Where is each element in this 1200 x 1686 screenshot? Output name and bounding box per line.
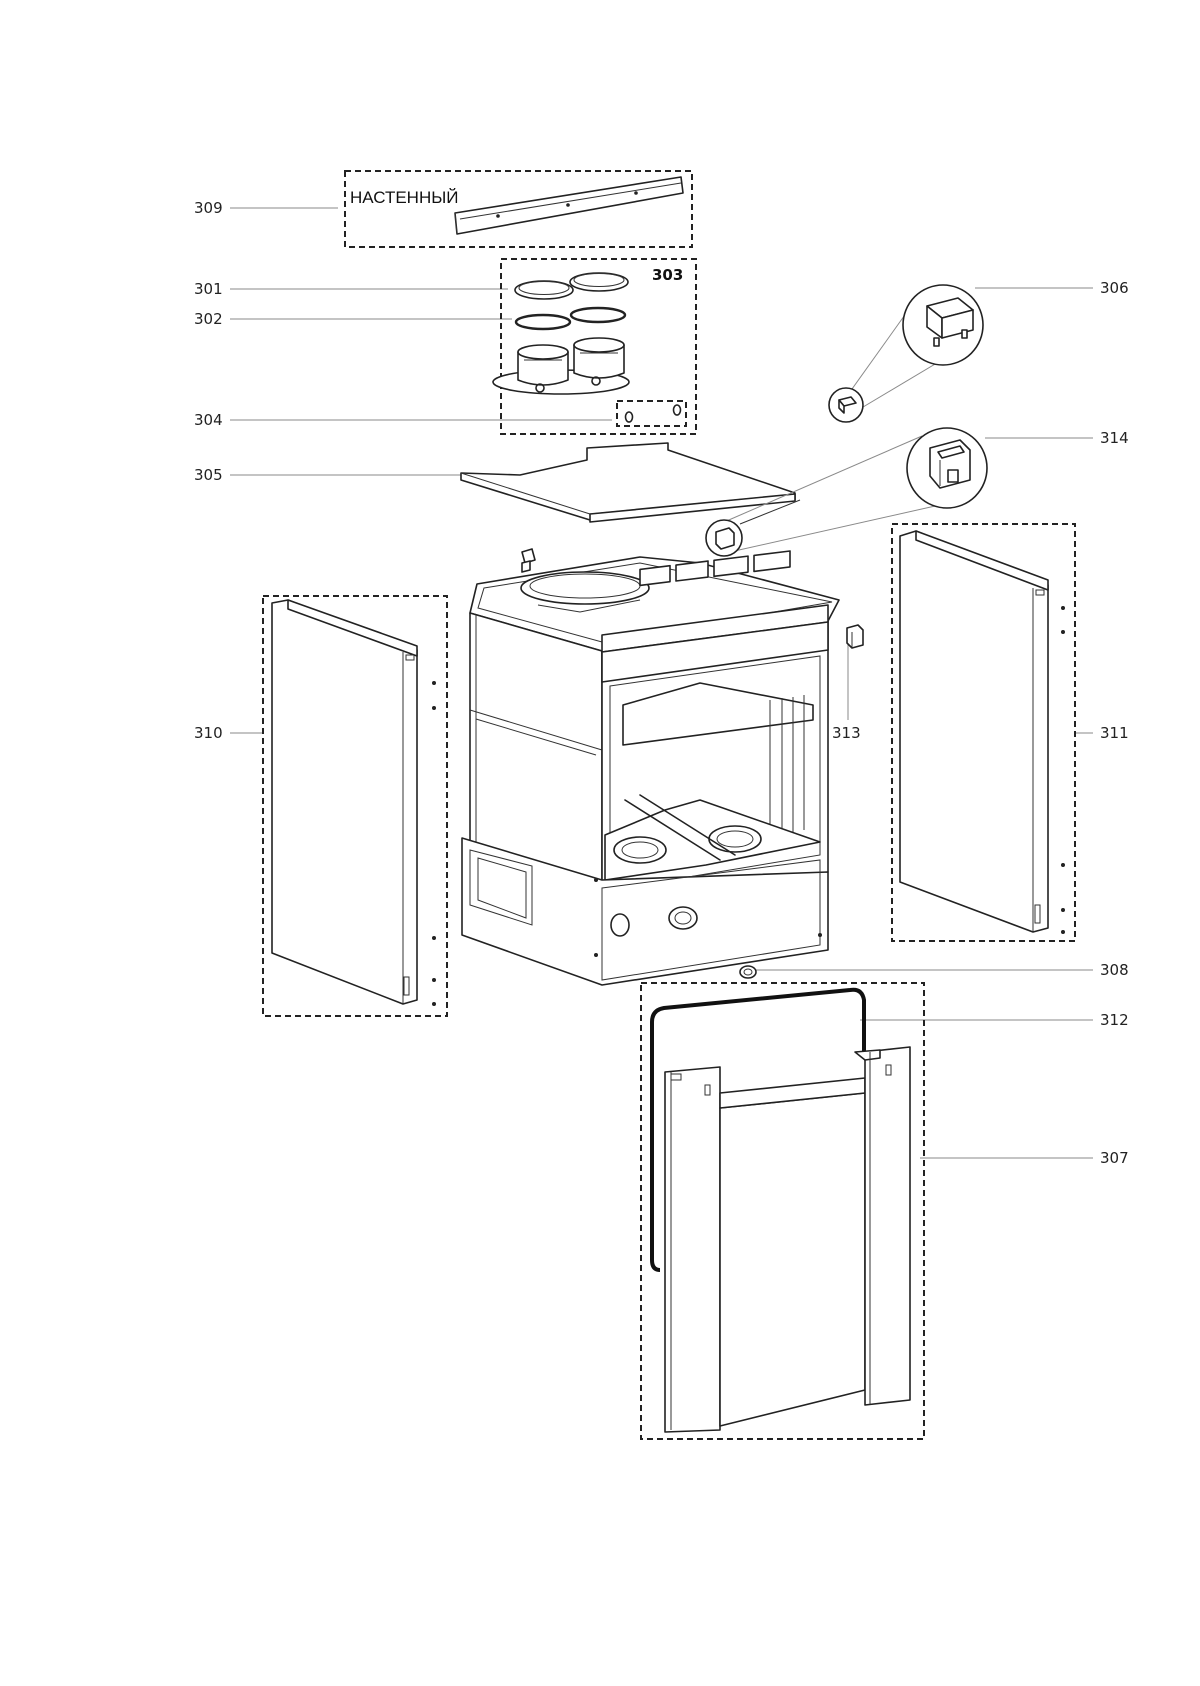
callout-304: 304 bbox=[194, 411, 223, 429]
left-side-panel bbox=[271, 599, 418, 1005]
callout-labels: 309 301 302 304 305 306 314 310 313 311 … bbox=[194, 199, 1129, 1167]
part-312-door-seal bbox=[650, 987, 866, 1272]
callout-312: 312 bbox=[1100, 1011, 1129, 1029]
frame-base bbox=[461, 837, 829, 986]
right-side-panel bbox=[899, 530, 1049, 933]
kit-303-dashed-box bbox=[500, 258, 697, 435]
callout-302: 302 bbox=[194, 310, 223, 328]
callout-303: 303 bbox=[652, 266, 683, 284]
part-303-flue-adapter-kit: 303 bbox=[492, 258, 697, 435]
callout-310: 310 bbox=[194, 724, 223, 742]
top-cover-panel bbox=[460, 442, 796, 521]
callout-309: 309 bbox=[194, 199, 223, 217]
part-308-grommet bbox=[739, 965, 757, 979]
part-305-top-cover bbox=[460, 442, 796, 523]
kit-307-dashed-box bbox=[640, 982, 925, 1440]
callout-314: 314 bbox=[1100, 429, 1129, 447]
twin-flue-adapter bbox=[492, 337, 630, 395]
part-313-clip bbox=[846, 624, 864, 649]
part-304-seal bbox=[672, 404, 682, 416]
part-304-seal bbox=[624, 411, 634, 423]
front-door-panel bbox=[664, 1066, 721, 1433]
kit-310-dashed-box bbox=[262, 595, 448, 1017]
ring-gaskets-301 bbox=[514, 272, 629, 300]
part-307-front-door bbox=[640, 982, 925, 1440]
callout-301: 301 bbox=[194, 280, 223, 298]
boiler-casing-frame bbox=[461, 548, 864, 986]
kit-309-label: НАСТЕННЫЙ bbox=[350, 188, 459, 207]
part-310-left-side-panel bbox=[262, 595, 448, 1017]
kit-311-dashed-box bbox=[891, 523, 1076, 942]
kit-309-dashed-box bbox=[344, 170, 693, 248]
o-rings-302 bbox=[514, 306, 627, 331]
callout-306: 306 bbox=[1100, 279, 1129, 297]
callout-311: 311 bbox=[1100, 724, 1129, 742]
callout-307: 307 bbox=[1100, 1149, 1129, 1167]
part-314-clip bbox=[705, 427, 988, 557]
leader-lines bbox=[230, 207, 1093, 1159]
part-309-wall-bracket-kit: НАСТЕННЫЙ bbox=[344, 170, 693, 248]
kit-304-dashed-box bbox=[616, 400, 687, 427]
part-306-connector bbox=[828, 284, 984, 423]
part-311-right-side-panel bbox=[891, 523, 1076, 942]
callout-305: 305 bbox=[194, 466, 223, 484]
callout-308: 308 bbox=[1100, 961, 1129, 979]
callout-313: 313 bbox=[832, 724, 861, 742]
